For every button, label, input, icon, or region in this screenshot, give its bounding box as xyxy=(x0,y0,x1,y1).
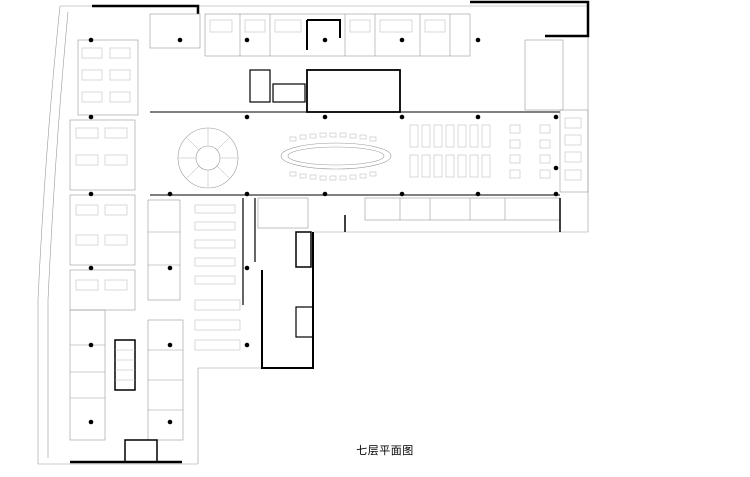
sw-stair-treads xyxy=(115,349,135,381)
curved-facade-inner xyxy=(47,11,69,458)
atrium-seating xyxy=(289,132,377,181)
plan-caption: 七层平面图 xyxy=(356,444,414,457)
central-core xyxy=(306,69,401,113)
west-offices xyxy=(69,119,136,441)
structural-columns xyxy=(88,37,559,425)
curved-facade xyxy=(37,5,198,465)
sw-stair xyxy=(114,339,136,391)
stair-core-2 xyxy=(295,231,312,268)
east-south-offices xyxy=(364,197,561,221)
service-room xyxy=(295,306,314,338)
spiral-stair-core xyxy=(195,145,221,171)
lift-lobby xyxy=(249,69,271,103)
north-offices xyxy=(204,13,471,57)
west-furniture xyxy=(75,127,128,291)
north-wall xyxy=(92,4,200,14)
atrium-void xyxy=(280,142,392,170)
nw-room xyxy=(149,13,201,49)
north-office-partitions xyxy=(239,14,451,56)
nw-furniture xyxy=(81,47,131,103)
east-rooms xyxy=(524,39,564,111)
atrium-void-inner xyxy=(287,146,385,166)
east-rooms xyxy=(559,109,589,193)
east-workstations xyxy=(409,124,551,179)
mid-partition xyxy=(242,198,256,305)
spiral-stair-treads xyxy=(178,128,238,188)
east-room-furniture xyxy=(564,117,582,181)
mid-meeting-rooms xyxy=(147,199,181,301)
lift-lobby xyxy=(272,83,306,103)
nw-offices xyxy=(77,39,139,116)
west-office-partitions xyxy=(70,344,105,399)
northeast-wall xyxy=(470,0,590,38)
mid-meeting-partitions xyxy=(148,231,180,266)
sw-room-partitions xyxy=(148,349,183,411)
courtyard-wall xyxy=(261,232,314,369)
sw-stair-2 xyxy=(124,439,158,463)
north-furniture xyxy=(209,19,446,33)
east-south-wall xyxy=(344,198,561,232)
stair-core xyxy=(306,19,341,50)
mid-workstations xyxy=(194,204,241,351)
east-south-partitions xyxy=(399,198,506,220)
toilet-core xyxy=(257,197,309,229)
